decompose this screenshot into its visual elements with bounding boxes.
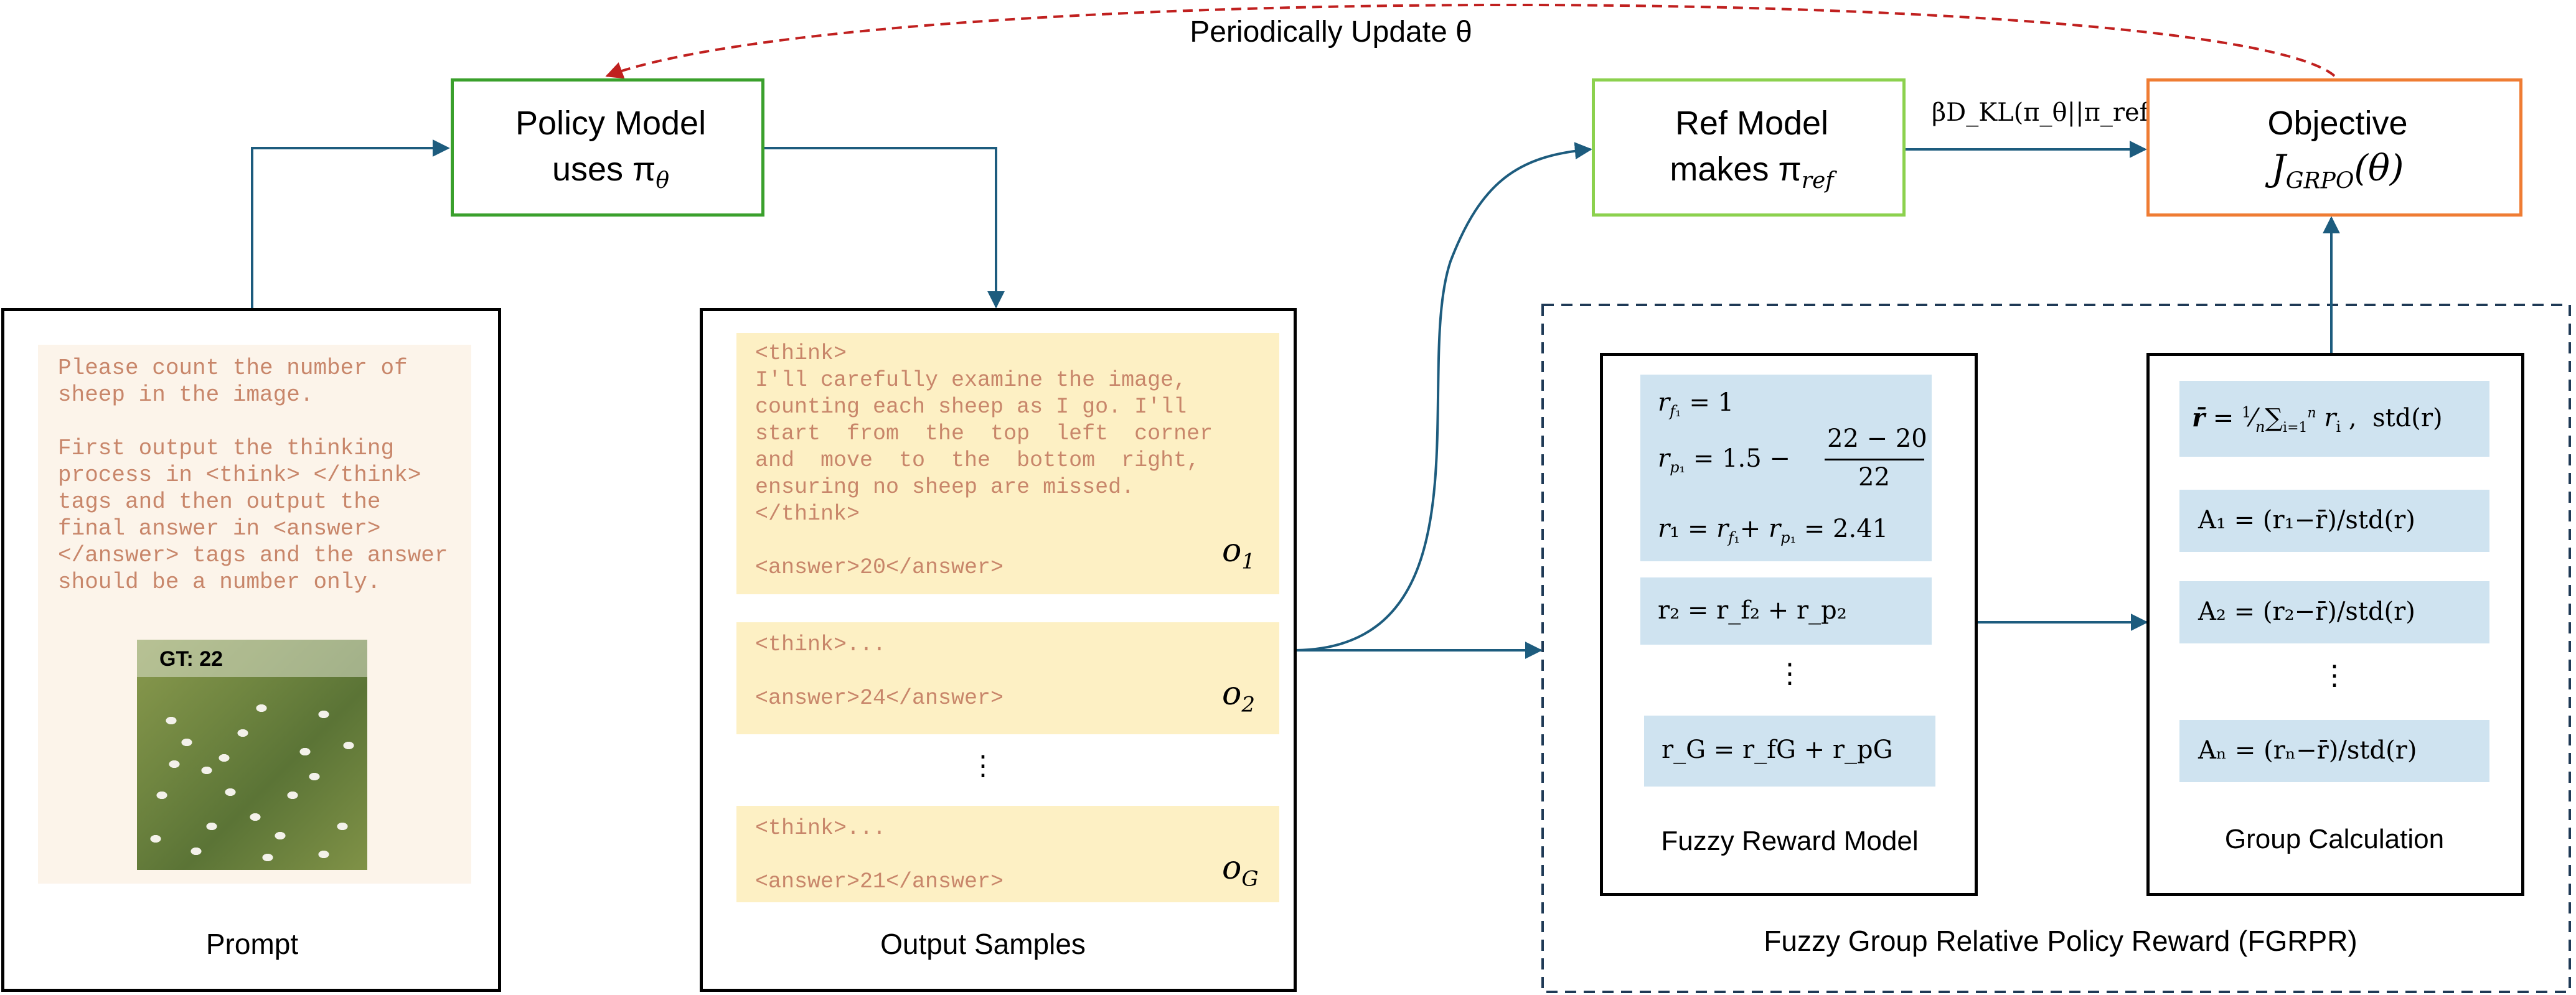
prompt-text: Please count the number of sheep in the … — [58, 355, 448, 595]
eq-mean-std: std(r) — [2372, 404, 2443, 432]
group-eq-a1: A₁ = (r₁−r̄)/std(r) — [2179, 490, 2489, 552]
sample-2-o-letter: o — [1222, 675, 1242, 712]
prompt-panel: Please count the number of sheep in the … — [1, 308, 501, 992]
sample-3[interactable]: <think>... <answer>21</answer> oG — [736, 806, 1279, 902]
sample-3-o: oG — [1222, 849, 1258, 891]
group-calc-panel: r̄ = 1⁄n∑i=1n ri , std(r) A₁ = (r₁−r̄)/s… — [2146, 353, 2524, 896]
objective-formula: JGRPO(θ) — [2271, 147, 2404, 194]
eq-r1: r₁ = rf₁+ rp₁ = 2.41 — [1658, 515, 1889, 546]
sample-2-o: o2 — [1222, 675, 1255, 717]
sample-1-o-sub: 1 — [1241, 549, 1255, 574]
sample-3-text: <think>... <answer>21</answer> — [755, 816, 1004, 894]
fgrpr-caption: Fuzzy Group Relative Policy Reward (FGRP… — [1764, 925, 2357, 957]
ref-sub: ref — [1801, 167, 1834, 194]
samples-caption: Output Samples — [880, 928, 1086, 960]
eq-a2: A₂ = (r₂−r̄)/std(r) — [2198, 597, 2415, 626]
fuzzy-eq-block: rf₁ = 1 rp₁ = 1.5 − 22 − 20 22 r₁ = rf₁+… — [1640, 375, 1932, 561]
kl-label: βD_KL(π_θ||π_ref) — [1932, 98, 2158, 127]
objective-box[interactable]: Objective JGRPO(θ) — [2146, 78, 2522, 217]
policy-model-box[interactable]: Policy Model uses πθ — [451, 78, 764, 217]
fgrpr-frame — [1541, 304, 2571, 993]
eq-rp1-rhs: = 1.5 − — [1693, 444, 1790, 473]
eq-frac-num: 22 − 20 — [1827, 424, 1927, 453]
kl-label-text: βD_KL(π_θ||π_ref) — [1932, 98, 2159, 127]
gt-label: GT: 22 — [159, 647, 223, 671]
objective-sub: GRPO — [2285, 168, 2354, 194]
objective-j: J — [2271, 147, 2286, 189]
eq-frac-den: 22 — [1858, 463, 1890, 492]
update-label: Periodically Update θ — [1190, 16, 1472, 49]
sample-2-o-sub: 2 — [1241, 692, 1255, 717]
sample-2[interactable]: <think>... <answer>24</answer> o2 — [736, 622, 1279, 734]
sample-1-o-letter: o — [1222, 532, 1242, 569]
sample-1-o: o1 — [1222, 532, 1255, 574]
group-ellipsis: ⋮ — [2321, 660, 2348, 691]
sample-1[interactable]: <think> I'll carefully examine the image… — [736, 333, 1279, 594]
sheep-image: GT: 22 — [137, 640, 367, 870]
eq-r2: r₂ = r_f₂ + r_p₂ — [1658, 596, 1847, 625]
eq-rf1: rf₁ = 1 — [1658, 388, 1734, 420]
eq-rf1-rhs: = 1 — [1689, 388, 1734, 417]
group-eq-a2: A₂ = (r₂−r̄)/std(r) — [2179, 581, 2489, 643]
sample-2-text: <think>... <answer>24</answer> — [755, 632, 1004, 711]
objective-title: Objective — [2267, 105, 2408, 142]
fuzzy-ellipsis: ⋮ — [1776, 658, 1803, 689]
eq-an: Aₙ = (rₙ−r̄)/std(r) — [2198, 736, 2417, 765]
group-eq-an: Aₙ = (rₙ−r̄)/std(r) — [2179, 720, 2489, 782]
policy-uses-text: uses π — [552, 151, 656, 188]
group-eq-mean: r̄ = 1⁄n∑i=1n ri , std(r) — [2179, 381, 2489, 457]
update-arrow — [605, 4, 2336, 79]
eq-rp1: rp₁ = 1.5 − — [1658, 444, 1790, 476]
fuzzy-reward-panel: rf₁ = 1 rp₁ = 1.5 − 22 − 20 22 r₁ = rf₁+… — [1600, 353, 1978, 896]
arrow-prompt-to-policy — [251, 139, 450, 308]
fuzzy-caption: Fuzzy Reward Model — [1661, 826, 1919, 856]
ref-subtitle: makes πref — [1670, 150, 1833, 194]
policy-sub: θ — [656, 167, 670, 194]
gt-label-bg — [137, 640, 367, 677]
policy-title: Policy Model — [515, 105, 707, 142]
fuzzy-eq-rG: r_G = r_fG + r_pG — [1644, 716, 1935, 787]
policy-subtitle: uses πθ — [552, 150, 669, 194]
ref-model-box[interactable]: Ref Model makes πref — [1592, 78, 1906, 217]
eq-a1: A₁ = (r₁−r̄)/std(r) — [2198, 506, 2415, 535]
eq-rG: r_G = r_fG + r_pG — [1662, 736, 1893, 764]
eq-r1-rhs: = 2.41 — [1803, 515, 1889, 543]
eq-mean: r̄ = 1⁄n∑i=1n ri , std(r) — [2192, 403, 2443, 436]
objective-tail: (θ) — [2354, 147, 2404, 189]
sample-3-o-sub: G — [1241, 866, 1259, 892]
sample-1-text: <think> I'll carefully examine the image… — [755, 341, 1213, 580]
group-caption: Group Calculation — [2224, 824, 2445, 854]
samples-ellipsis: ⋮ — [969, 750, 997, 781]
ref-makes-text: makes π — [1670, 151, 1802, 188]
output-samples-panel: <think> I'll carefully examine the image… — [700, 308, 1297, 992]
sample-3-o-letter: o — [1222, 849, 1242, 887]
arrow-policy-to-samples — [764, 147, 1005, 309]
prompt-caption: Prompt — [205, 928, 299, 960]
ref-title: Ref Model — [1675, 105, 1829, 142]
arrow-samples-to-ref — [1295, 142, 1592, 652]
eq-frac-bar — [1825, 459, 1924, 460]
fuzzy-eq-r2: r₂ = r_f₂ + r_p₂ — [1640, 577, 1932, 645]
